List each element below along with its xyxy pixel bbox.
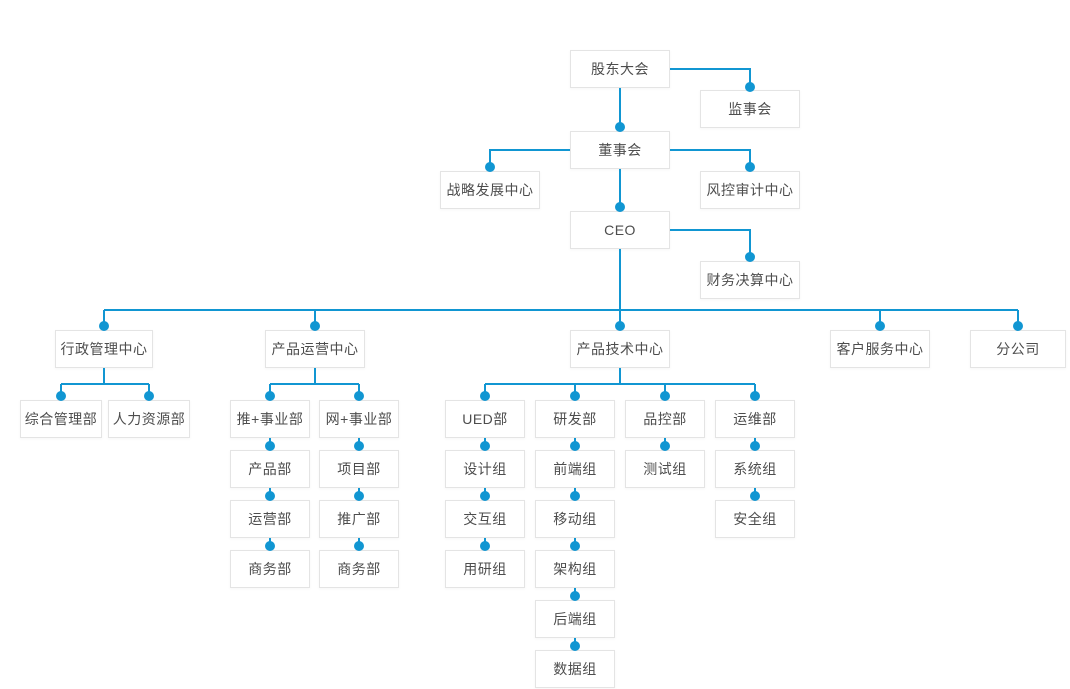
- node-system-group: 系统组: [715, 450, 795, 488]
- node-interaction-group: 交互组: [445, 500, 525, 538]
- node-ued-dept: UED部: [445, 400, 525, 438]
- node-rd-dept: 研发部: [535, 400, 615, 438]
- node-ops-maintenance-dept: 运维部: [715, 400, 795, 438]
- node-strategic-development-center: 战略发展中心: [440, 171, 540, 209]
- node-risk-audit-center: 风控审计中心: [700, 171, 800, 209]
- node-quality-control-dept: 品控部: [625, 400, 705, 438]
- node-wang-plus-business-unit: 网+事业部: [319, 400, 399, 438]
- node-design-group: 设计组: [445, 450, 525, 488]
- node-product-operations-center: 产品运营中心: [265, 330, 365, 368]
- node-ceo: CEO: [570, 211, 670, 249]
- node-promotion-dept: 推广部: [319, 500, 399, 538]
- node-supervisory-board: 监事会: [700, 90, 800, 128]
- node-architecture-group: 架构组: [535, 550, 615, 588]
- node-business-dept-tui: 商务部: [230, 550, 310, 588]
- node-shareholders-meeting: 股东大会: [570, 50, 670, 88]
- node-backend-group: 后端组: [535, 600, 615, 638]
- node-data-group: 数据组: [535, 650, 615, 688]
- node-security-group: 安全组: [715, 500, 795, 538]
- node-admin-management-center: 行政管理中心: [55, 330, 153, 368]
- node-frontend-group: 前端组: [535, 450, 615, 488]
- node-user-research-group: 用研组: [445, 550, 525, 588]
- node-mobile-group: 移动组: [535, 500, 615, 538]
- node-branch-company: 分公司: [970, 330, 1066, 368]
- node-tui-plus-business-unit: 推+事业部: [230, 400, 310, 438]
- node-product-technology-center: 产品技术中心: [570, 330, 670, 368]
- node-general-management-dept: 综合管理部: [20, 400, 102, 438]
- node-testing-group: 测试组: [625, 450, 705, 488]
- node-business-dept-wang: 商务部: [319, 550, 399, 588]
- node-customer-service-center: 客户服务中心: [830, 330, 930, 368]
- node-project-dept: 项目部: [319, 450, 399, 488]
- node-product-dept: 产品部: [230, 450, 310, 488]
- node-financial-accounting-center: 财务决算中心: [700, 261, 800, 299]
- node-board-of-directors: 董事会: [570, 131, 670, 169]
- node-human-resources-dept: 人力资源部: [108, 400, 190, 438]
- node-operations-dept: 运营部: [230, 500, 310, 538]
